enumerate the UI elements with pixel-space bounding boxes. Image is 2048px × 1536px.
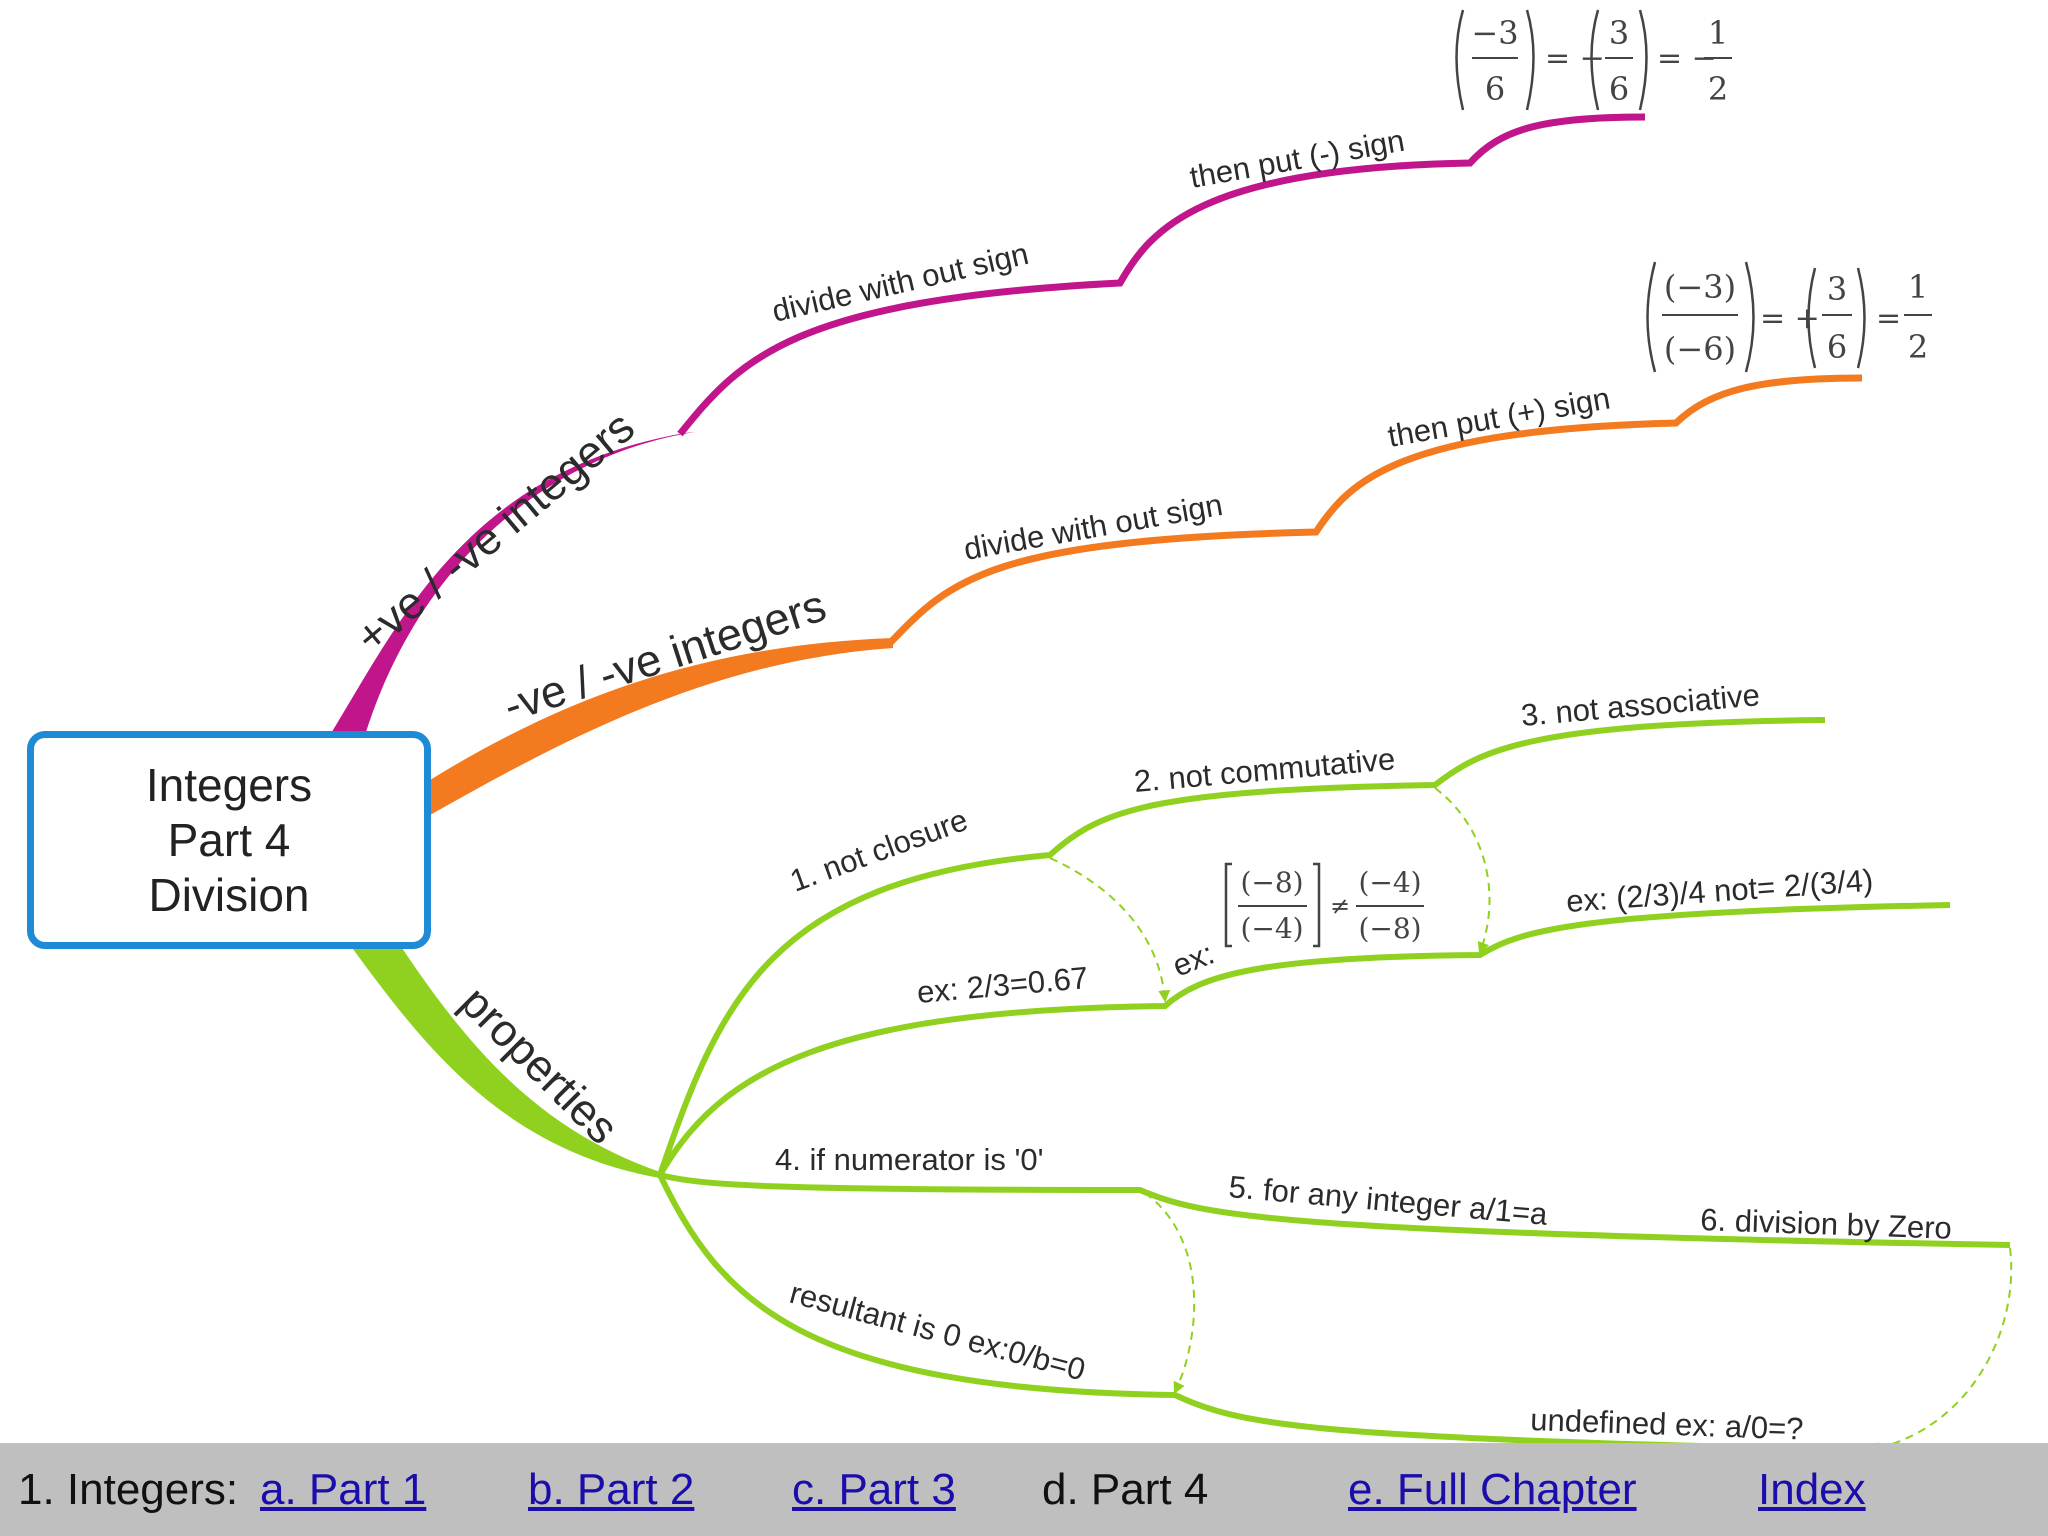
dashed-arrow-3 — [1144, 1192, 1196, 1395]
dashed-arrow-1 — [1049, 857, 1171, 1003]
p2-c: (−4) — [1358, 866, 1421, 899]
branch-pos-neg-trunk — [330, 432, 695, 735]
neg-neg-example: (−3) (−6) = + 3 6 = 1 2 — [1646, 261, 1932, 373]
prop-p2-ex-prefix: ex: — [1168, 936, 1219, 984]
nn-d2: 6 — [1827, 328, 1847, 366]
nn-eq1: = + — [1760, 301, 1820, 336]
branch-neg-neg: -ve / -ve integers divide with out sign … — [430, 261, 1932, 815]
pn-eq1: = − — [1545, 41, 1605, 76]
root-node: Integers Part 4 Division — [27, 731, 431, 949]
nn-n1: (−3) — [1664, 268, 1736, 306]
prop-p1-ex: ex: 2/3=0.67 — [916, 960, 1090, 1010]
dashed-arrow-2 — [1434, 787, 1491, 955]
pn-d1: 6 — [1485, 70, 1505, 108]
pn-n2: 3 — [1609, 14, 1629, 52]
link-part-1[interactable]: a. Part 1 — [260, 1465, 427, 1514]
prop-p5: 5. for any integer a/1=a — [1227, 1169, 1549, 1232]
root-line-1: Integers — [145, 758, 313, 811]
connector-p4-ex — [657, 1173, 1871, 1453]
nn-n2: 3 — [1827, 270, 1847, 308]
pn-d2: 6 — [1609, 70, 1629, 108]
p2-a: (−8) — [1240, 866, 1303, 899]
branch-properties-trunk — [350, 945, 660, 1178]
link-index[interactable]: Index — [1758, 1465, 1866, 1514]
link-part-2[interactable]: b. Part 2 — [528, 1465, 695, 1514]
prop-p4: 4. if numerator is '0' — [775, 1142, 1044, 1177]
nn-eq2: = — [1876, 301, 1901, 336]
footer-prefix: 1. Integers: — [18, 1465, 239, 1514]
pn-d3: 2 — [1708, 70, 1728, 108]
branch-pos-neg-label: +ve / -ve integers — [346, 401, 644, 663]
pn-n3: 1 — [1708, 14, 1728, 52]
link-part-3[interactable]: c. Part 3 — [792, 1465, 956, 1514]
root-line-3: Division — [148, 868, 310, 921]
nn-n3: 1 — [1908, 268, 1928, 306]
branch-neg-neg-connector — [887, 374, 1863, 646]
nn-d1: (−6) — [1664, 330, 1736, 368]
neg-neg-step1: divide with out sign — [961, 487, 1225, 567]
pn-n1: −3 — [1471, 14, 1518, 52]
neg-neg-step2: then put (+) sign — [1385, 380, 1613, 454]
pos-neg-example: −3 6 = − 3 6 = − 1 2 — [1455, 9, 1732, 111]
p2-ne: ≠ — [1330, 892, 1350, 920]
prop-p4-ex: resultant is 0 ex:0/b=0 — [786, 1275, 1089, 1388]
connector-p4 — [659, 1172, 2011, 1248]
pos-neg-step1: divide with out sign — [769, 236, 1032, 329]
prop-p1: 1. not closure — [785, 802, 972, 899]
p2-d: (−8) — [1358, 912, 1421, 945]
connector-p1 — [657, 717, 1826, 1176]
branch-pos-neg: +ve / -ve integers divide with out sign … — [330, 9, 1732, 735]
dashed-arrow-4 — [1867, 1247, 2013, 1454]
branch-pos-neg-connector — [677, 113, 1646, 437]
branch-properties: properties 1. not closure ex: 2/3=0.67 2… — [350, 677, 2013, 1454]
current-part-4: d. Part 4 — [1042, 1465, 1209, 1514]
root-line-2: Part 4 — [167, 813, 291, 866]
pos-neg-step2: then put (-) sign — [1187, 123, 1407, 195]
prop-p2-example: (−8) (−4) ≠ (−4) (−8) — [1224, 862, 1424, 948]
link-full-chapter[interactable]: e. Full Chapter — [1348, 1465, 1637, 1514]
footer-nav: 1. Integers: a. Part 1 b. Part 2 c. Part… — [0, 1443, 2048, 1536]
connector-p1-ex — [657, 902, 1951, 1177]
nn-d3: 2 — [1908, 328, 1928, 366]
p2-b: (−4) — [1240, 912, 1303, 945]
